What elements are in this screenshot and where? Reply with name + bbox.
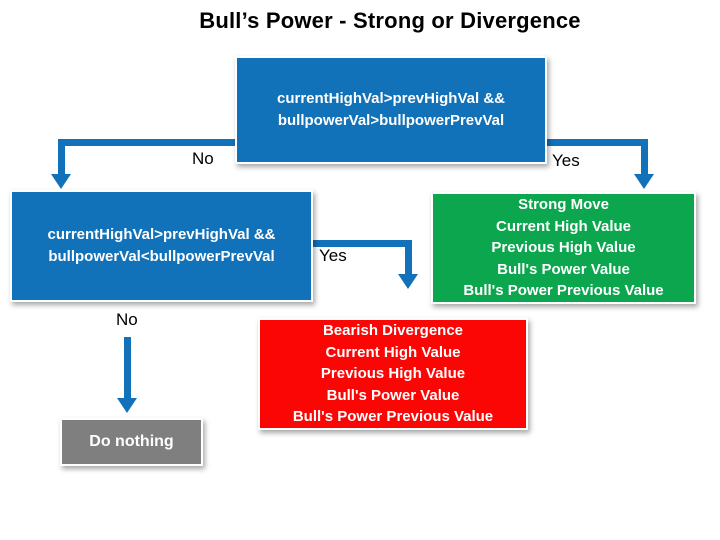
bearish-divergence-line: Previous High Value bbox=[320, 365, 466, 383]
arrow-top-no-head bbox=[51, 174, 71, 189]
bearish-divergence-title: Bearish Divergence bbox=[322, 322, 464, 340]
strong-move-title: Strong Move bbox=[518, 196, 609, 214]
bearish-divergence-line: Bull's Power Value bbox=[326, 386, 460, 404]
node-condition-top-line2: bullpowerVal>bullpowerPrevVal bbox=[277, 112, 505, 129]
arrow-top-yes-horizontal bbox=[545, 139, 648, 146]
arrow-left-no-head bbox=[117, 398, 137, 413]
edge-label-left-yes: Yes bbox=[319, 246, 347, 265]
arrow-left-yes-horizontal bbox=[313, 240, 412, 247]
node-condition-left-line2: bullpowerVal<bullpowerPrevVal bbox=[48, 248, 275, 265]
strong-move-line: Current High Value bbox=[495, 217, 632, 235]
arrow-left-no-vertical bbox=[124, 337, 131, 399]
arrow-left-yes-vertical bbox=[405, 240, 412, 275]
arrow-top-yes-head bbox=[634, 174, 654, 189]
node-condition-left-line1: currentHighVal>prevHighVal && bbox=[47, 226, 276, 243]
node-condition-top: currentHighVal>prevHighVal && bullpowerV… bbox=[235, 56, 547, 164]
node-condition-top-line1: currentHighVal>prevHighVal && bbox=[277, 90, 505, 107]
diagram-title: Bull’s Power - Strong or Divergence bbox=[199, 8, 581, 33]
strong-move-line: Bull's Power Previous Value bbox=[463, 282, 664, 300]
do-nothing-label: Do nothing bbox=[89, 433, 174, 450]
node-condition-left: currentHighVal>prevHighVal && bullpowerV… bbox=[10, 190, 313, 302]
strong-move-line: Previous High Value bbox=[491, 239, 636, 257]
bearish-divergence-line: Bull's Power Previous Value bbox=[292, 408, 494, 426]
node-bearish-divergence: Bearish Divergence Current High Value Pr… bbox=[258, 318, 528, 430]
arrow-top-no-horizontal bbox=[58, 139, 235, 146]
arrow-left-yes-head bbox=[398, 274, 418, 289]
edge-label-top-no: No bbox=[192, 149, 214, 168]
bearish-divergence-line: Current High Value bbox=[325, 343, 461, 361]
arrow-top-yes-vertical bbox=[641, 139, 648, 175]
node-strong-move: Strong Move Current High Value Previous … bbox=[431, 192, 696, 304]
node-do-nothing: Do nothing bbox=[60, 418, 203, 466]
arrow-top-no-vertical bbox=[58, 139, 65, 175]
edge-label-top-yes: Yes bbox=[552, 151, 580, 170]
strong-move-line: Bull's Power Value bbox=[497, 260, 630, 278]
edge-label-left-no: No bbox=[116, 310, 138, 329]
